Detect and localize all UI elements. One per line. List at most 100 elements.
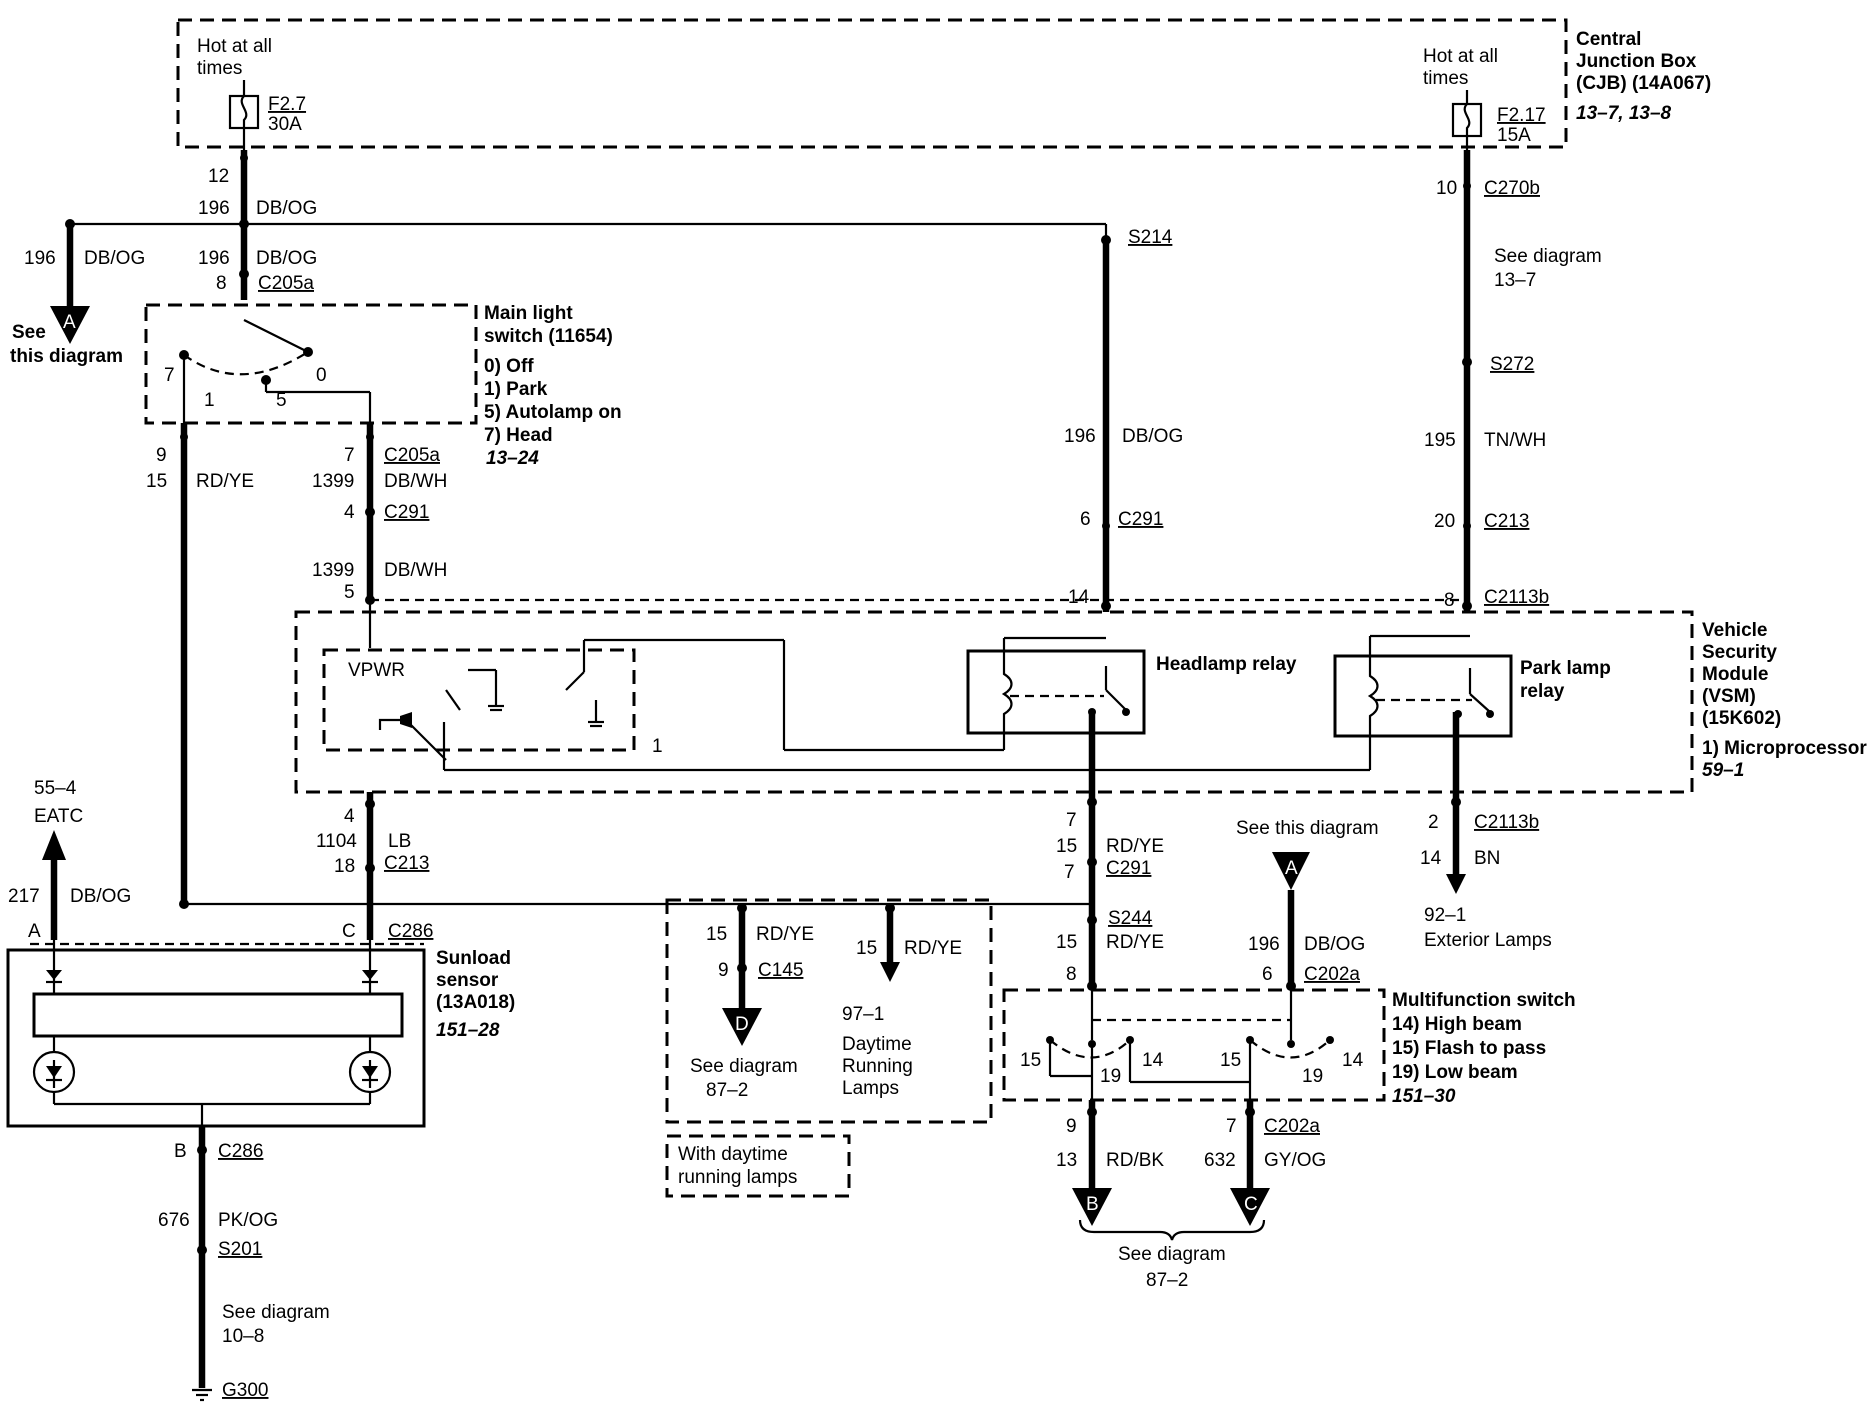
so-col-dbwh2: DB/WH (384, 560, 447, 581)
sensor-element (32, 992, 404, 1038)
fuse2-id: F2.17 (1497, 105, 1546, 126)
lf-bcol: DB/OG (256, 248, 317, 269)
sl-title-l3: (13A018) (436, 992, 515, 1013)
drl-col-a: RD/YE (756, 924, 814, 945)
drl-ref: 97–1 (842, 1004, 884, 1025)
ms-opt1: 1) Park (484, 379, 548, 400)
lf-see-l1: See (12, 322, 46, 343)
so-p5: 5 (344, 582, 355, 603)
arrow-down-icon (1230, 1188, 1270, 1226)
drl-lbl-l3: Lamps (842, 1078, 899, 1099)
mfs-opt19: 19) Low beam (1392, 1062, 1518, 1083)
ho-p8: 8 (1066, 964, 1077, 985)
hf-s214: S214 (1128, 227, 1173, 248)
ms-opt0: 0) Off (484, 356, 534, 377)
lf-b196: 196 (198, 248, 230, 269)
vsm-n1: 1 (652, 736, 663, 757)
mfs-l14a: 14 (1142, 1050, 1164, 1071)
so-c1399a: 1399 (312, 471, 354, 492)
park-lamp-relay (1333, 654, 1513, 738)
mo-see-l1: See diagram (1118, 1244, 1226, 1265)
ms-p5: 5 (276, 390, 287, 411)
eatc-ref: 55–4 (34, 778, 77, 799)
mfs-ref: 151–30 (1392, 1086, 1456, 1107)
so-p9: 9 (156, 445, 167, 466)
pf-conn-c213: C213 (1484, 511, 1529, 532)
multifunction-switch-box (1002, 988, 1386, 1102)
drl-dashed-box (665, 898, 993, 1124)
brace-icon (1078, 1219, 1266, 1241)
eatc-label: EATC (34, 806, 83, 827)
arrow-down-icon (1446, 874, 1466, 894)
vsm-park-l2: relay (1520, 681, 1565, 702)
drl-p9: 9 (718, 960, 729, 981)
arrow-left-icon (400, 712, 412, 728)
drl-lbl-l1: Daytime (842, 1034, 912, 1055)
so-conn-c205a: C205a (384, 445, 440, 466)
sl-title-l1: Sunload (436, 948, 511, 969)
so-conn-c291: C291 (384, 502, 429, 523)
ms-p1: 1 (204, 390, 215, 411)
pf-p8: 8 (1444, 590, 1455, 611)
mf-p6: 6 (1262, 964, 1273, 985)
vsm-title-l3: Module (1702, 664, 1769, 685)
pf-p10: 10 (1436, 178, 1457, 199)
lb-pinC: C (342, 921, 356, 942)
ho-col: RD/YE (1106, 836, 1164, 857)
ho-p7b: 7 (1064, 862, 1075, 883)
ms-ref: 13–24 (486, 448, 539, 469)
sl-c676: 676 (158, 1210, 190, 1231)
mfs-opt15: 15) Flash to pass (1392, 1038, 1546, 1059)
so-col-dbwh1: DB/WH (384, 471, 447, 492)
arrow-down-icon (1272, 852, 1310, 890)
pf-conn: C270b (1484, 178, 1540, 199)
mf-see: See this diagram (1236, 818, 1379, 839)
drl-col-b: RD/YE (904, 938, 962, 959)
ms-p7: 7 (164, 365, 175, 386)
hf-conn-c291: C291 (1118, 509, 1163, 530)
so-col-rdye: RD/YE (196, 471, 254, 492)
mfs-l19b: 19 (1302, 1066, 1323, 1087)
mfs-l19a: 19 (1100, 1066, 1121, 1087)
lf-conn: C205a (258, 273, 314, 294)
mf-col: DB/OG (1304, 934, 1365, 955)
arrow-down-icon (1072, 1188, 1112, 1226)
eatc-pinA: A (28, 921, 41, 942)
hf-p14: 14 (1068, 587, 1090, 608)
hf-p6: 6 (1080, 509, 1091, 530)
vsm-micro: 1) Microprocessor (1702, 738, 1867, 759)
lf-pin12: 12 (208, 166, 229, 187)
microprocessor-box (322, 648, 636, 752)
mo-col-c: GY/OG (1264, 1150, 1326, 1171)
mo-arrowC: C (1244, 1194, 1258, 1215)
sunload-sensor-box (6, 948, 426, 1128)
vsm-title-l2: Security (1702, 642, 1777, 663)
hf-c196: 196 (1064, 426, 1096, 447)
mf-c196: 196 (1248, 934, 1280, 955)
ms-title-l2: switch (11654) (484, 326, 613, 347)
po-label: Exterior Lamps (1424, 930, 1552, 951)
drl-arrow-letter: D (735, 1014, 749, 1035)
mo-p9: 9 (1066, 1116, 1077, 1137)
drl-see-l2: 87–2 (706, 1080, 748, 1101)
lb-conn-c286: C286 (388, 921, 433, 942)
sl-ref: 151–28 (436, 1020, 500, 1041)
arrow-down-icon (880, 962, 900, 982)
mo-p7: 7 (1226, 1116, 1237, 1137)
pf-conn-c2113b: C2113b (1484, 587, 1549, 608)
mo-c13: 13 (1056, 1150, 1077, 1171)
cjb-hot1-l1: Hot at all (197, 36, 272, 57)
lb-col: LB (388, 831, 411, 852)
lf-lcol: DB/OG (84, 248, 145, 269)
vsm-title-l4: (VSM) (1702, 686, 1756, 707)
mfs-l15a: 15 (1020, 1050, 1041, 1071)
ho-c15: 15 (1056, 836, 1077, 857)
mo-arrowB: B (1086, 1194, 1099, 1215)
lb-p4: 4 (344, 806, 355, 827)
mo-c632: 632 (1204, 1150, 1236, 1171)
lf-see-l2: this diagram (10, 346, 123, 367)
pf-see-l1: See diagram (1494, 246, 1602, 267)
diode-icon (362, 970, 378, 980)
po-p2: 2 (1428, 812, 1439, 833)
